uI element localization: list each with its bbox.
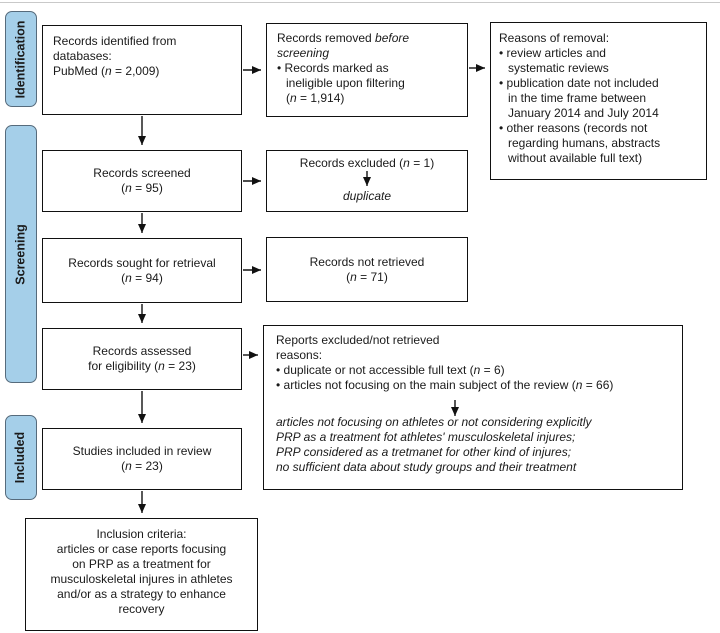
text-segment: = 95) (131, 181, 163, 195)
box-text: (n = 95) (121, 181, 163, 196)
top-divider (0, 2, 720, 3)
box-text: Records sought for retrieval (68, 255, 216, 270)
box-reasons-of-removal: Reasons of removal: • review articles an… (490, 22, 707, 180)
spacer (276, 393, 674, 415)
stage-label-identification: Identification (5, 11, 37, 107)
text-segment: = 23) (131, 459, 163, 473)
text-segment: = 6) (480, 363, 505, 377)
text-segment: • Records marked as ineligible upon filt… (277, 61, 405, 105)
text-segment: = 1,914) (296, 91, 345, 105)
text-segment: Records excluded ( (299, 156, 404, 170)
box-reports-excluded-reasons: Reports excluded/not retrieved reasons: … (263, 325, 683, 490)
box-text: Records screened (93, 166, 191, 180)
text-segment-italic-n: n (125, 181, 132, 195)
box-records-identified: Records identified from databases: PubMe… (42, 25, 242, 115)
box-records-screened: Records screened (n = 95) (42, 150, 242, 212)
box-text: (n = 23) (121, 459, 163, 474)
box-text: (n = 94) (121, 271, 163, 286)
box-records-excluded: Records excluded (n = 1) duplicate (266, 150, 468, 212)
duplicate-note: duplicate (342, 189, 392, 203)
stage-label-included: Included (5, 415, 37, 500)
box-records-sought-for-retrieval: Records sought for retrieval (n = 94) (42, 238, 242, 303)
bullet-item: • articles not focusing on the main subj… (276, 378, 674, 393)
box-records-assessed-for-eligibility: Records assessed for eligibility (n = 23… (42, 328, 242, 390)
text-segment-italic-n: n (105, 64, 112, 78)
bullet-item: • duplicate or not accessible full text … (276, 363, 674, 378)
stage-label-screening: Screening (5, 125, 37, 383)
text-segment-italic-n: n (350, 269, 357, 284)
text-segment: ( (121, 459, 126, 473)
bullet-item: • review articles and systematic reviews (499, 46, 609, 75)
box-records-removed-before-screening: Records removed before screening • Recor… (266, 23, 468, 117)
stage-label-text: Included (13, 431, 28, 484)
box-text: Records not retrieved (309, 254, 425, 269)
box-text: Records excluded (n = 1) (300, 156, 434, 171)
box-text: for eligibility (n = 23) (88, 359, 196, 374)
text-segment-italic-n: n (403, 156, 410, 170)
text-segment: for eligibility ( (88, 359, 159, 373)
text-segment: = 2,009) (111, 64, 160, 78)
box-title: Reports excluded/not retrieved reasons: (276, 333, 440, 362)
bullet-item: • publication date not included in the t… (499, 76, 659, 120)
text-segment-italic: before screening (277, 31, 410, 60)
text-segment: ( (121, 181, 126, 195)
text-segment-italic-n: n (575, 378, 583, 392)
box-title: Reasons of removal: (499, 31, 610, 45)
text-segment: = 1) (409, 156, 435, 170)
stage-label-text: Screening (13, 223, 28, 285)
bullet-item: • other reasons (records not regarding h… (499, 121, 661, 165)
stage-label-text: Identification (13, 20, 28, 98)
box-text: Studies included in review (72, 444, 212, 458)
text-segment-italic-n: n (290, 91, 297, 105)
box-studies-included-in-review: Studies included in review (n = 23) (42, 428, 242, 490)
box-text: (n = 71) (346, 270, 388, 285)
text-segment: PubMed ( (53, 64, 106, 78)
text-segment-italic-n: n (158, 359, 165, 373)
box-inclusion-criteria: Inclusion criteria: articles or case rep… (25, 518, 258, 631)
text-segment-italic-n: n (125, 459, 132, 473)
exclusion-details-italic: articles not focusing on athletes or not… (276, 415, 592, 474)
box-text: Records assessed (92, 344, 192, 358)
text-segment: Records removed (277, 31, 376, 45)
text-segment-italic-n: n (125, 270, 132, 285)
text-segment: • duplicate or not accessible full text … (276, 363, 474, 377)
text-segment: = 71) (356, 269, 388, 284)
text-segment-italic-n: n (473, 363, 481, 377)
box-records-not-retrieved: Records not retrieved (n = 71) (266, 237, 468, 302)
text-segment: ( (121, 270, 126, 285)
text-segment: = 94) (131, 270, 163, 285)
text-segment: = 66) (582, 378, 614, 392)
box-text: Records identified from databases: (53, 34, 177, 63)
bullet-item: • Records marked as ineligible upon filt… (277, 61, 459, 106)
text-segment: = 23) (164, 359, 196, 373)
text-segment: • articles not focusing on the main subj… (276, 378, 576, 392)
box-text: Records removed before screening (277, 31, 459, 61)
text-segment: ( (346, 269, 351, 284)
box-text: PubMed (n = 2,009) (53, 64, 233, 79)
